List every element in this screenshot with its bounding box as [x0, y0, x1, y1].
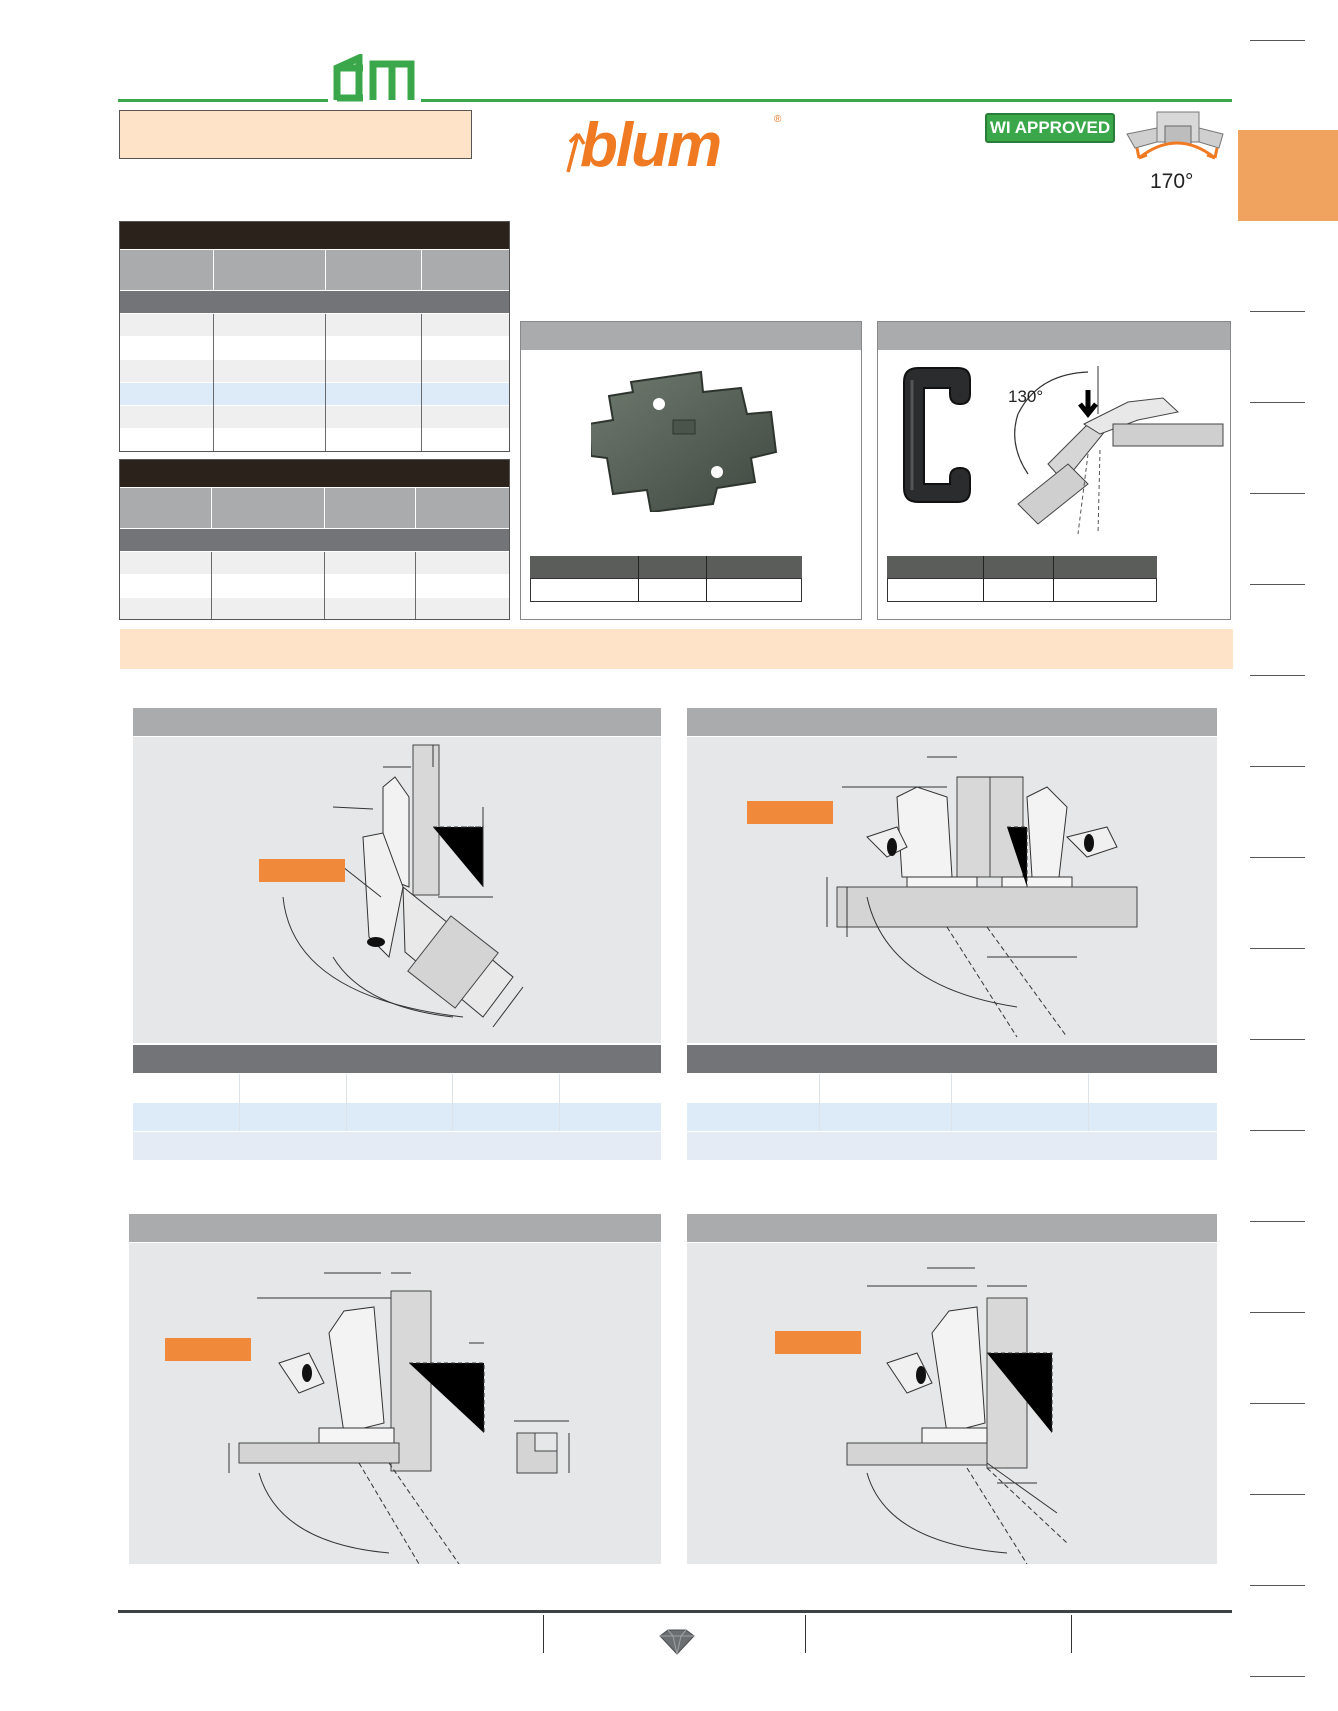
table-row	[120, 575, 509, 597]
section-title-bar	[120, 629, 1233, 669]
table-title-bar	[120, 460, 509, 487]
index-tab-line	[1250, 493, 1305, 494]
index-tab-line	[1250, 1221, 1305, 1222]
table-row	[687, 1132, 1217, 1160]
index-tab-line	[1250, 1039, 1305, 1040]
panel-table-header	[687, 1045, 1217, 1073]
callout-tag	[165, 1338, 251, 1361]
table-group-row	[120, 529, 509, 551]
hinge-drawing-3	[228, 1272, 570, 1564]
panel-header	[521, 322, 861, 350]
diagram-panel-half-overlay	[687, 708, 1217, 1164]
diamond-icon	[659, 1629, 695, 1655]
cm-logo-icon	[333, 54, 415, 102]
table-row	[120, 360, 509, 382]
table-row	[133, 1103, 661, 1131]
panel-header	[687, 1214, 1217, 1242]
table-row	[120, 598, 509, 619]
callout-tag	[747, 801, 833, 824]
blum-arrow-icon	[566, 132, 586, 173]
index-tab-line	[1250, 675, 1305, 676]
panel-header	[129, 1214, 661, 1242]
index-tab-line	[1250, 1676, 1305, 1677]
index-tab-line	[1250, 766, 1305, 767]
footer-rule	[118, 1610, 1232, 1613]
table-row	[687, 1074, 1217, 1102]
registered-mark: ®	[774, 114, 782, 125]
footer-divider	[543, 1615, 544, 1653]
index-tab-line	[1250, 857, 1305, 858]
index-tab-line	[1250, 584, 1305, 585]
index-tab-line	[1250, 1312, 1305, 1313]
blum-logo: blum ®	[560, 110, 790, 180]
footer-divider	[1071, 1615, 1072, 1653]
callout-tag	[259, 859, 345, 882]
clip-angle-label: 130°	[1008, 387, 1043, 406]
index-tab-line	[1250, 948, 1305, 949]
panel-header	[878, 322, 1230, 350]
blum-logo-text: blum	[580, 111, 722, 180]
callout-tag	[775, 1331, 861, 1354]
opening-angle-label: 170°	[1150, 170, 1194, 193]
clip-image	[903, 367, 971, 503]
table-row	[120, 552, 509, 574]
hinge-drawing-2	[826, 756, 1138, 1038]
header-rule-right	[421, 99, 1232, 102]
table-header-row	[120, 250, 509, 290]
table-row	[120, 429, 509, 451]
index-tab-line	[1250, 1403, 1305, 1404]
clip-panel: 130°	[877, 321, 1231, 620]
index-tab-line	[1250, 402, 1305, 403]
index-tab-line	[1250, 40, 1305, 41]
diagram-panel-inset	[129, 1214, 661, 1564]
header-title-box	[119, 110, 472, 159]
mounting-plate-panel	[520, 321, 862, 620]
footer-divider	[805, 1615, 806, 1653]
index-tab-line	[1250, 1130, 1305, 1131]
table-row-highlight	[120, 383, 509, 405]
table-row	[687, 1103, 1217, 1131]
header-rule-left	[118, 99, 328, 102]
clip-mini-table	[887, 556, 1157, 606]
diagram-panel-full-overlay	[133, 708, 661, 1164]
table-header-row	[120, 488, 509, 528]
hinge-drawing-1	[282, 744, 524, 1028]
mounting-plate-mini-table	[530, 556, 802, 606]
table-row	[133, 1074, 661, 1102]
mounting-plate-image	[591, 370, 778, 512]
table-title-bar	[120, 222, 509, 249]
hinge-drawing-4	[846, 1267, 1068, 1564]
diagram-panel-inset-2	[687, 1214, 1217, 1564]
hinge-spec-table-2	[119, 459, 510, 620]
table-row	[120, 337, 509, 359]
wi-approved-badge: WI APPROVED	[985, 113, 1115, 143]
table-row	[120, 406, 509, 428]
index-tab-line	[1250, 1585, 1305, 1586]
panel-table-header	[133, 1045, 661, 1073]
panel-header	[133, 708, 661, 736]
index-tab-line	[1250, 311, 1305, 312]
section-tab[interactable]	[1238, 130, 1338, 221]
table-row	[120, 314, 509, 336]
hinge-spec-table	[119, 221, 510, 452]
panel-header	[687, 708, 1217, 736]
table-row	[133, 1132, 661, 1160]
table-group-row	[120, 291, 509, 313]
opening-angle-icon	[1126, 111, 1224, 160]
index-tab-line	[1250, 1494, 1305, 1495]
clip-angle-diagram: 130°	[1008, 366, 1224, 534]
